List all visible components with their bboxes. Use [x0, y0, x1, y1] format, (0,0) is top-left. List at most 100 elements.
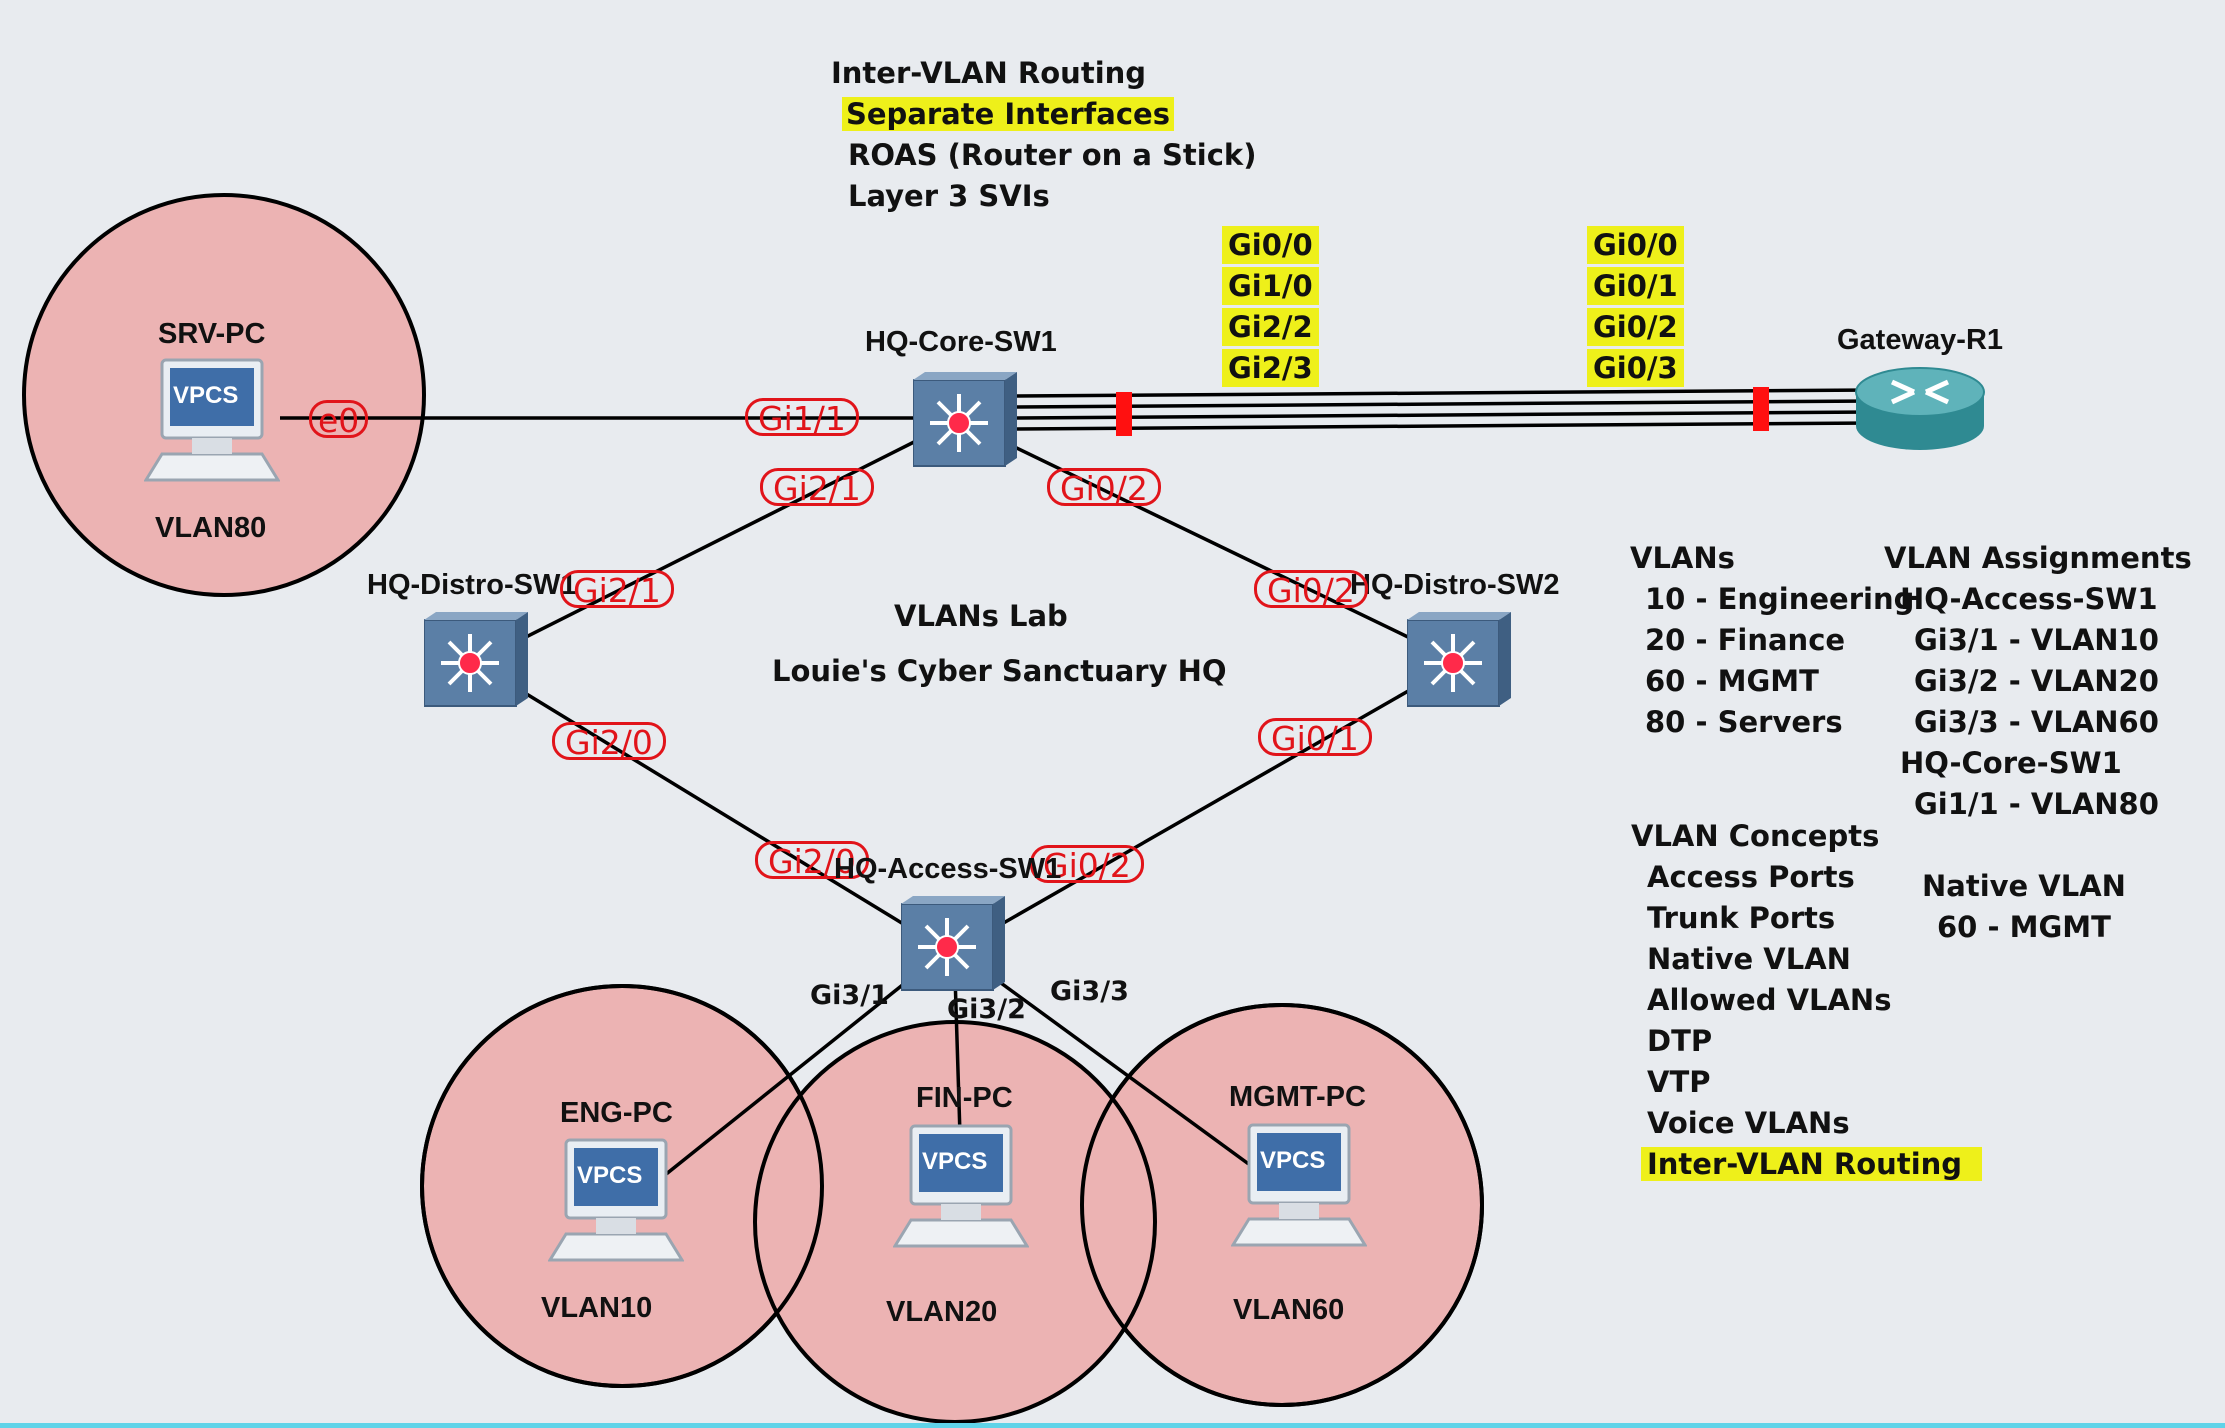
concept-item: Native VLAN	[1647, 942, 1851, 976]
router-icon	[1855, 367, 1985, 450]
link-d2-access	[999, 688, 1411, 927]
vlan-item: 20 - Finance	[1645, 623, 1846, 657]
fin-pc-node[interactable]: VPCS	[892, 1124, 1030, 1249]
multilayer-switch-icon	[423, 612, 528, 707]
vlan-item: 10 - Engineering	[1645, 582, 1915, 616]
router-po-iface-2: Gi0/1	[1587, 267, 1684, 305]
access-gi31-iface[interactable]: Gi3/1	[810, 980, 889, 1011]
mgmt-pc-node[interactable]: VPCS	[1230, 1123, 1368, 1248]
distro1-gi20-iface[interactable]: Gi2/0	[552, 722, 666, 761]
multilayer-switch-icon	[900, 896, 1005, 991]
concept-item: VTP	[1647, 1065, 1711, 1099]
access-gi32-iface[interactable]: Gi3/2	[947, 994, 1026, 1025]
concept-item: Voice VLANs	[1647, 1106, 1850, 1140]
access-gi20-iface[interactable]: Gi2/0	[755, 841, 869, 880]
core-po-iface-3: Gi2/2	[1222, 308, 1319, 346]
assignment-item: Gi3/3 - VLAN60	[1914, 705, 2159, 739]
core-gi11-iface[interactable]: Gi1/1	[745, 398, 859, 437]
router-po-iface-3: Gi0/2	[1587, 308, 1684, 346]
assignment-item: Gi3/2 - VLAN20	[1914, 664, 2159, 698]
lab-subtitle: Louie's Cyber Sanctuary HQ	[772, 654, 1227, 688]
inter-vlan-title: Inter-VLAN Routing	[831, 56, 1147, 90]
distro2-label: HQ-Distro-SW2	[1350, 569, 1560, 601]
etherchannel-link-2	[1009, 399, 1876, 409]
access-switch-label: HQ-Access-SW1	[834, 853, 1062, 885]
distro1-switch-node[interactable]	[423, 612, 528, 708]
concept-item: Trunk Ports	[1647, 901, 1836, 935]
inter-vlan-item-1: Separate Interfaces	[842, 94, 1174, 135]
etherchannel-link-1	[1009, 388, 1876, 398]
vlan-item: 60 - MGMT	[1645, 664, 1819, 698]
fin-pc-label: FIN-PC	[916, 1082, 1013, 1114]
computer-icon	[1230, 1123, 1368, 1247]
core-po-iface-4: Gi2/3	[1222, 349, 1319, 387]
vpcs-badge: VPCS	[577, 1162, 643, 1189]
core-switch-node[interactable]	[912, 372, 1017, 468]
srv-pc-label: SRV-PC	[158, 318, 266, 350]
gateway-label: Gateway-R1	[1837, 324, 2004, 356]
assignments-title: VLAN Assignments	[1884, 541, 2192, 575]
router-po-iface-4: Gi0/3	[1587, 349, 1684, 387]
router-po-iface-1: Gi0/0	[1587, 226, 1684, 264]
mgmt-vlan-label: VLAN60	[1233, 1294, 1345, 1326]
srv-e0-iface[interactable]: e0	[309, 400, 369, 439]
mgmt-pc-label: MGMT-PC	[1229, 1081, 1366, 1113]
distro1-label: HQ-Distro-SW1	[367, 569, 577, 601]
concepts-title: VLAN Concepts	[1631, 819, 1880, 853]
computer-icon	[892, 1124, 1030, 1248]
native-vlan-title: Native VLAN	[1922, 869, 2126, 903]
concept-item: Allowed VLANs	[1647, 983, 1892, 1017]
fin-vlan-label: VLAN20	[886, 1296, 998, 1328]
distro2-gi02-iface[interactable]: Gi0/2	[1254, 570, 1368, 609]
native-vlan-value: 60 - MGMT	[1937, 910, 2111, 944]
eng-pc-node[interactable]: VPCS	[547, 1138, 685, 1263]
concept-item: DTP	[1647, 1024, 1713, 1058]
assignment-item: Gi3/1 - VLAN10	[1914, 623, 2159, 657]
vpcs-badge: VPCS	[922, 1148, 988, 1175]
vpcs-badge: VPCS	[1260, 1147, 1326, 1174]
access-switch-node[interactable]	[900, 896, 1005, 992]
eng-vlan-label: VLAN10	[541, 1292, 653, 1324]
distro2-gi01-iface[interactable]: Gi0/1	[1258, 718, 1372, 757]
assignments-access-switch: HQ-Access-SW1	[1900, 582, 2158, 616]
core-switch-label: HQ-Core-SW1	[865, 326, 1057, 358]
srv-pc-node[interactable]: VPCS	[143, 358, 281, 483]
concept-item-highlighted: Inter-VLAN Routing	[1641, 1144, 1983, 1185]
core-gi21-iface[interactable]: Gi2/1	[760, 468, 874, 507]
link-access-fin	[953, 974, 962, 1136]
eng-pc-label: ENG-PC	[560, 1097, 673, 1129]
etherchannel-link-3	[1009, 410, 1876, 420]
link-access-mgmt	[988, 973, 1252, 1167]
etherchannel-marker-core	[1116, 392, 1132, 436]
highlighted-text: Separate Interfaces	[842, 97, 1174, 131]
computer-icon	[143, 358, 281, 482]
distro1-gi21-iface[interactable]: Gi2/1	[560, 570, 674, 609]
vlan-item: 80 - Servers	[1645, 705, 1843, 739]
distro2-switch-node[interactable]	[1406, 612, 1511, 708]
highlighted-text: Inter-VLAN Routing	[1641, 1147, 1983, 1181]
link-d1-access	[519, 688, 906, 927]
srv-vlan-label: VLAN80	[155, 512, 267, 544]
core-po-iface-2: Gi1/0	[1222, 267, 1319, 305]
inter-vlan-item-2: ROAS (Router on a Stick)	[848, 138, 1257, 172]
assignments-core-switch: HQ-Core-SW1	[1900, 746, 2122, 780]
etherchannel-marker-router	[1753, 387, 1769, 431]
computer-icon	[547, 1138, 685, 1262]
router-node[interactable]	[1852, 364, 1988, 458]
window-bottom-edge	[0, 1423, 2225, 1428]
assignment-item: Gi1/1 - VLAN80	[1914, 787, 2159, 821]
access-gi33-iface[interactable]: Gi3/3	[1050, 976, 1129, 1007]
multilayer-switch-icon	[1406, 612, 1511, 707]
concept-item: Access Ports	[1647, 860, 1855, 894]
vlans-title: VLANs	[1630, 541, 1735, 575]
etherchannel-link-4	[1009, 421, 1876, 431]
multilayer-switch-icon	[912, 372, 1017, 467]
core-po-iface-1: Gi0/0	[1222, 226, 1319, 264]
inter-vlan-item-3: Layer 3 SVIs	[848, 179, 1050, 213]
core-gi02-iface[interactable]: Gi0/2	[1047, 468, 1161, 507]
lab-title: VLANs Lab	[894, 599, 1068, 633]
link-access-eng	[663, 973, 917, 1177]
access-gi02-iface[interactable]: Gi0/2	[1030, 845, 1144, 884]
vpcs-badge: VPCS	[173, 382, 239, 409]
